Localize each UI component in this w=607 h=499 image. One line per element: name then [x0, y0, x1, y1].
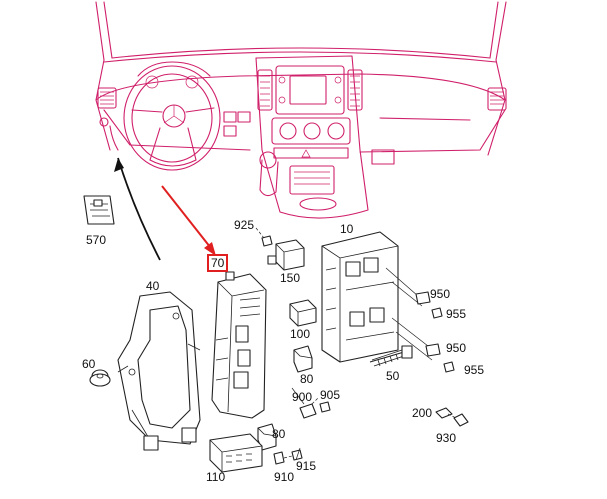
- arrowhead-570: [114, 158, 124, 172]
- callout-925: 925: [234, 218, 255, 232]
- part-150-relay: [267, 239, 305, 271]
- callout-40: 40: [146, 279, 160, 293]
- callout-950-upper: 950: [430, 287, 451, 301]
- arrowhead-70: [204, 242, 216, 256]
- callout-930: 930: [436, 431, 457, 445]
- part-950-955-fasteners-lower: [391, 317, 455, 373]
- part-70-module: [211, 271, 267, 419]
- callout-70-highlighted: 70: [207, 254, 229, 272]
- part-80-cover-lower: [257, 423, 277, 451]
- part-50-bolt: [369, 345, 413, 367]
- pointer-arrow-570: [117, 157, 161, 261]
- callout-10: 10: [340, 222, 354, 236]
- part-925-plug: [255, 227, 273, 247]
- callout-110: 110: [206, 470, 226, 484]
- callout-570: 570: [86, 233, 107, 247]
- part-200-930-clip: [435, 407, 469, 427]
- callout-915: 915: [296, 459, 317, 473]
- callout-950-lower: 950: [446, 341, 467, 355]
- leader-910: [295, 447, 301, 461]
- part-570-connector: [83, 195, 115, 225]
- pointer-arrow-70: [161, 185, 215, 253]
- callout-100: 100: [290, 327, 311, 341]
- callout-955-upper: 955: [446, 307, 467, 321]
- leader-900: [291, 387, 305, 405]
- part-950-955-fasteners-upper: [385, 267, 443, 319]
- callout-50: 50: [386, 369, 400, 383]
- callout-905: 905: [320, 388, 341, 402]
- callout-60: 60: [82, 357, 96, 371]
- part-100-relay: [289, 299, 317, 327]
- part-10-fusebox: [321, 231, 399, 363]
- callout-150: 150: [280, 271, 301, 285]
- callout-900: 900: [292, 390, 313, 404]
- callout-955-lower: 955: [464, 363, 485, 377]
- callout-200: 200: [412, 406, 433, 420]
- part-110-connector: [209, 433, 263, 473]
- part-900-905-clips: [299, 397, 331, 419]
- part-910-915-pins: [273, 449, 303, 465]
- dashboard-illustration: [95, 1, 507, 219]
- part-80-cover-upper: [293, 345, 313, 373]
- callout-910: 910: [274, 470, 295, 484]
- part-60-grommet: [89, 369, 111, 387]
- callout-80-lower: 80: [272, 427, 286, 441]
- part-40-bracket: [117, 291, 201, 451]
- callout-80-upper: 80: [300, 372, 314, 386]
